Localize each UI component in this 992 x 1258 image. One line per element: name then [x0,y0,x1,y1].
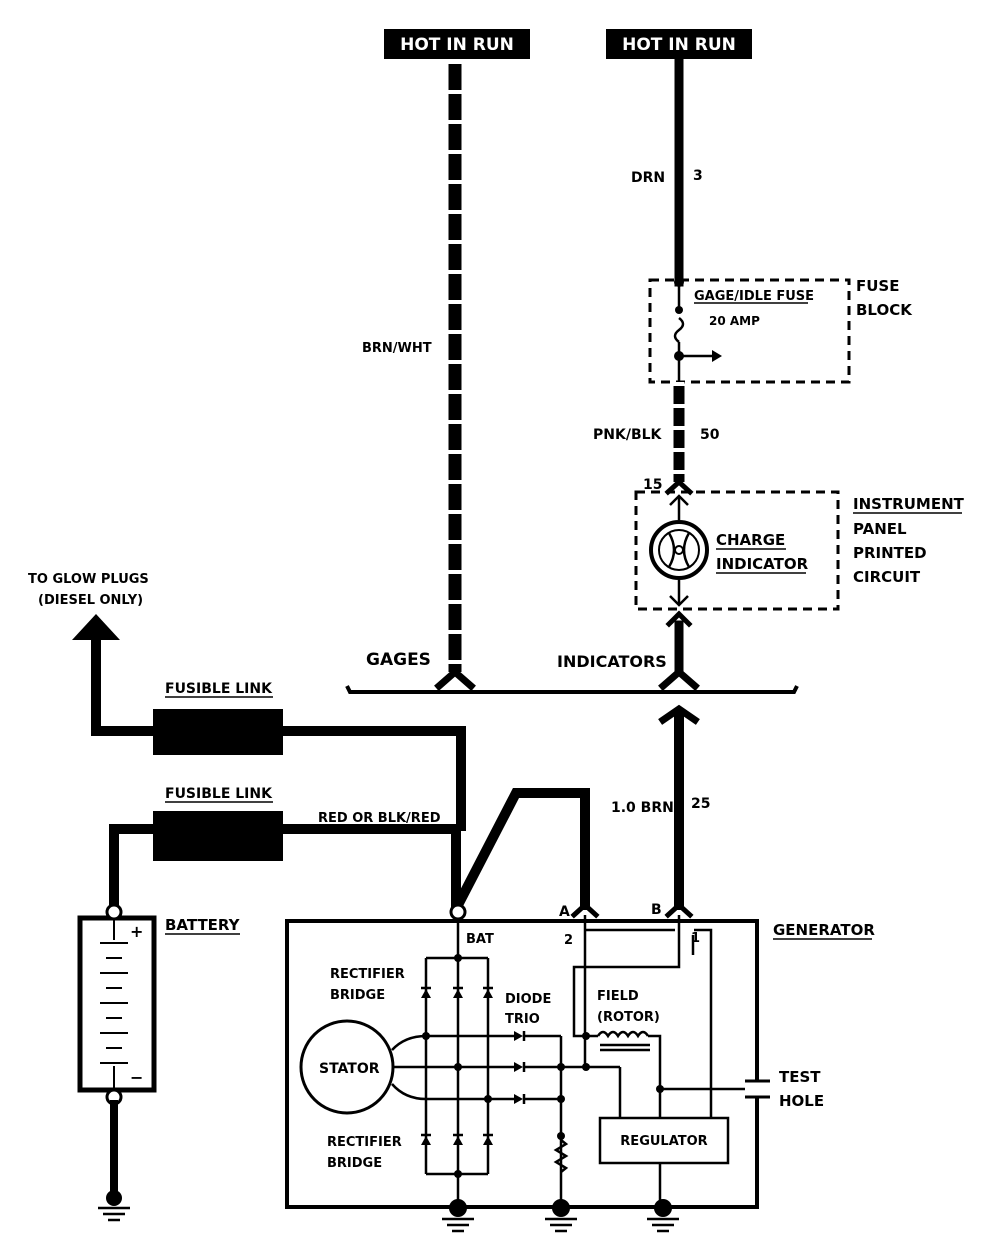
rectifier-1-label: RECTIFIER [330,967,405,982]
gage-idle-fuse [673,277,722,382]
stator-label: STATOR [319,1061,380,1077]
bat-label: BAT [466,932,494,947]
rectifier-2-label: RECTIFIER [327,1135,402,1150]
gage-idle-fuse-label: GAGE/IDLE FUSE [694,289,814,304]
terminal-a-wire [451,788,590,912]
printed-label: PRINTED [853,544,927,562]
circuit-50-label: 50 [700,427,720,443]
hot-in-run-left-label: HOT IN RUN [400,35,514,55]
red-or-blk-red-label: RED OR BLK/RED [318,811,441,826]
instrument-label: INSTRUMENT [853,495,965,513]
terminal-a-label: A [559,904,570,920]
test-label: TEST [779,1068,821,1086]
fusible-link-lower [153,811,283,861]
circuit-3-label: 3 [693,168,703,184]
field-rotor [572,915,745,1120]
fusible-link-1-label: FUSIBLE LINK [165,681,273,697]
hot-in-run-right-label: HOT IN RUN [622,35,736,55]
battery-plus-label: + [130,922,143,941]
terminal-b-label: B [651,902,662,918]
field-label: FIELD [597,989,639,1004]
fuse-label: FUSE [856,277,899,295]
battery-feed [109,811,461,911]
block-label: BLOCK [856,301,913,319]
drn-label: DRN [631,170,665,186]
pin-15-connector [664,478,694,496]
regulator [598,1116,730,1208]
hole-label: HOLE [779,1092,824,1110]
panel-label: PANEL [853,520,907,538]
fusible-link-2-label: FUSIBLE LINK [165,786,273,802]
gages-label: GAGES [366,650,431,670]
trio-label: TRIO [505,1012,540,1027]
stator [299,1019,520,1115]
battery-minus-label: − [130,1068,143,1087]
bat-terminal [449,903,467,921]
generator-grounds [442,1199,679,1233]
regulator-label: REGULATOR [620,1134,707,1149]
diode-label: DIODE [505,992,551,1007]
generator-housing [285,919,759,1209]
instrument-panel-outline [634,490,840,611]
to-glow-plugs-label: TO GLOW PLUGS [28,572,149,587]
rectifier-bridges [421,919,493,1208]
battery-label: BATTERY [165,916,241,934]
hot-in-run-right-header: HOT IN RUN [606,29,752,59]
circuit-label: CIRCUIT [853,568,921,586]
amp-20-label: 20 AMP [709,314,760,328]
bridge-2-label: BRIDGE [327,1156,382,1171]
pin-15-label: 15 [643,477,662,493]
hot-in-run-left-header: HOT IN RUN [384,29,530,59]
diesel-only-label: (DIESEL ONLY) [38,593,143,608]
glow-plugs-feed [72,614,466,831]
indicator-label: INDICATOR [716,555,809,573]
charge-indicator-lamp [649,494,709,607]
test-hole [745,1079,770,1099]
fusible-link-upper [153,709,283,755]
brn-wht-label: BRN/WHT [362,341,432,356]
bridge-1-label: BRIDGE [330,988,385,1003]
generator-label: GENERATOR [773,921,875,939]
brn-10-label: 1.0 BRN [611,800,674,816]
charge-label: CHARGE [716,531,785,549]
circuit-25-label: 25 [691,796,710,812]
rotor-label: (ROTOR) [597,1010,660,1025]
diode-trio [514,1031,620,1208]
indicators-label: INDICATORS [557,652,667,671]
pnk-blk-label: PNK/BLK [593,427,663,443]
battery-symbol [77,903,157,1222]
pin-1-label: 1 [691,931,700,946]
pin-2-label: 2 [564,933,573,948]
cluster-bus [345,667,799,725]
